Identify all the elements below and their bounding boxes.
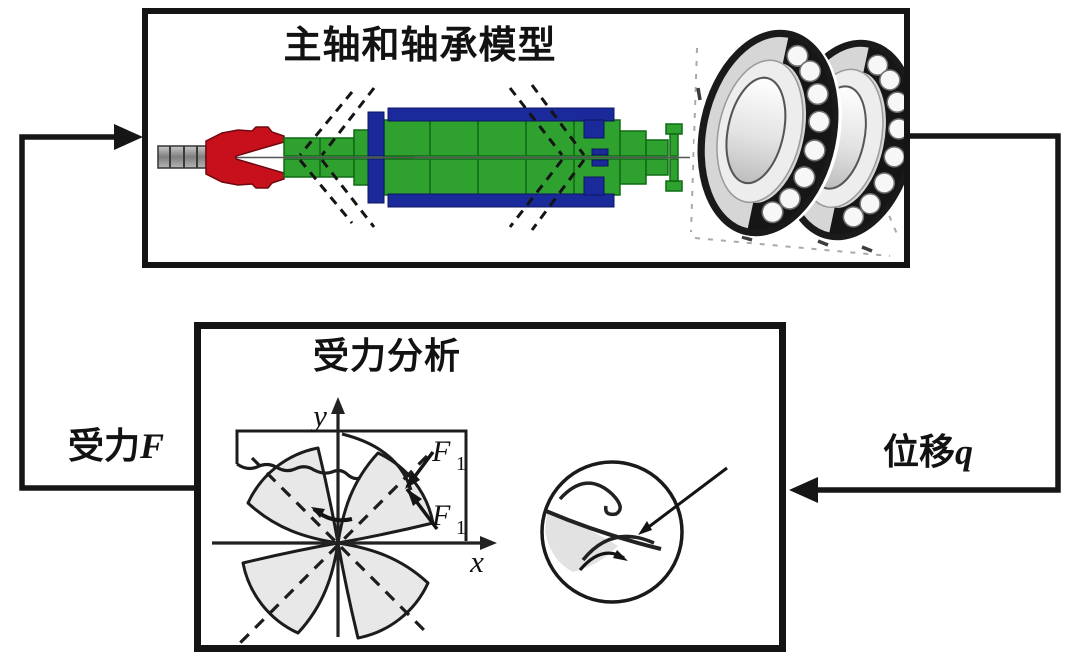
y-axis-label: y xyxy=(310,398,327,433)
force-feedback-label: 受力F xyxy=(36,426,196,466)
tool-edge-arc xyxy=(581,534,655,562)
detail-pointer-line xyxy=(641,466,728,534)
shear-surface-line xyxy=(545,509,662,551)
rotation-arrow xyxy=(311,507,353,523)
spindle-blue-parts xyxy=(367,107,615,208)
x-axis-arrowhead xyxy=(480,536,497,550)
tool-holder-red xyxy=(205,126,285,189)
force-label-text: 受力 xyxy=(67,426,140,466)
cutting-force-arrows xyxy=(405,450,439,531)
displacement-feedback-label: 位移q xyxy=(848,432,1008,472)
force-feedback-line xyxy=(19,134,197,491)
coordinate-axes: y x xyxy=(212,397,497,637)
force-f1-lower-sub: 1 xyxy=(456,517,466,539)
x-axis-label: x xyxy=(469,544,484,579)
force-analysis-box: 受力分析 xyxy=(194,322,786,652)
cutting-zone-detail xyxy=(540,460,728,604)
detail-pointer-arrowhead xyxy=(638,521,652,535)
machined-surface-wavy xyxy=(236,462,361,481)
cutter-centerlines xyxy=(235,454,429,645)
force-f1-upper: F xyxy=(431,435,451,468)
workpiece-material-shade xyxy=(545,513,618,572)
displacement-feedback-line xyxy=(814,133,1061,493)
spindle-bearing-model-box: 主轴和轴承模型 xyxy=(142,8,910,268)
spindle-fe-model-figure xyxy=(157,14,904,262)
loop-lines xyxy=(19,133,1061,493)
fe-mesh-lines xyxy=(319,120,575,195)
chip-flow-arrowhead xyxy=(613,550,628,561)
chip-curl xyxy=(558,481,622,517)
bearing-photo xyxy=(676,14,904,256)
force-f1-upper-sub: 1 xyxy=(456,453,466,475)
workpiece xyxy=(235,429,468,541)
displacement-label-text: 位移 xyxy=(882,432,955,472)
arrowhead-into-force-box xyxy=(789,477,818,503)
arrowhead-into-spindle-box xyxy=(114,124,143,150)
y-axis-arrowhead xyxy=(331,397,345,414)
force-label-symbol: F xyxy=(140,426,165,466)
shaft-gray-segment xyxy=(157,145,207,169)
constraint-symbols xyxy=(298,84,586,231)
sketch-guides xyxy=(690,47,898,257)
force-f1-lower: F xyxy=(431,499,451,532)
milling-force-diagram: y x F 1 F 1 xyxy=(212,397,728,645)
displacement-label-symbol: q xyxy=(955,432,973,472)
spindle-box-title: 主轴和轴承模型 xyxy=(283,25,557,67)
force-box-title: 受力分析 xyxy=(312,336,461,376)
